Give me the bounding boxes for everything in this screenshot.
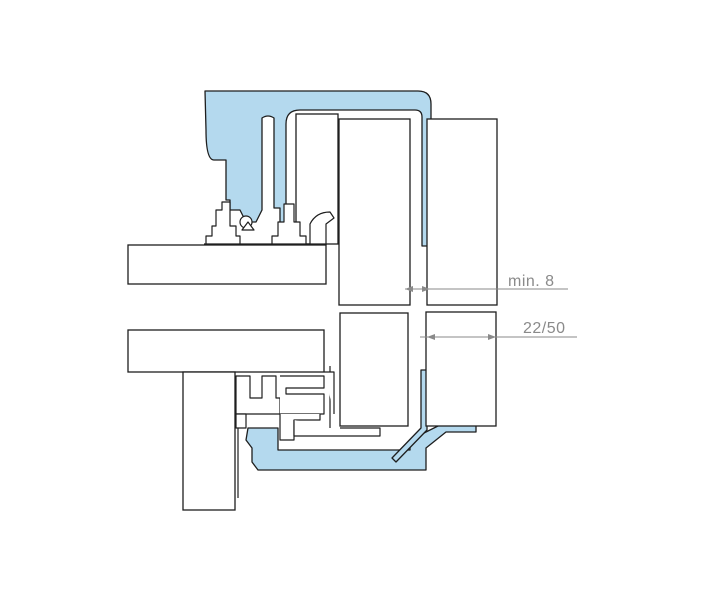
top-roller-hardware — [204, 201, 335, 246]
gap-dimension — [405, 286, 568, 292]
thickness-dimension-label: 22/50 — [523, 320, 566, 337]
thickness-dimension — [420, 334, 577, 340]
top-glass-panel-inner — [338, 118, 411, 306]
bottom-glass-panel-outer — [425, 311, 497, 427]
gap-dimension-label: min. 8 — [508, 273, 555, 290]
bottom-slab — [127, 329, 325, 373]
top-glass-panel-outer — [426, 118, 498, 306]
bottom-sill-profile — [245, 423, 477, 471]
bottom-wall — [182, 371, 236, 511]
bottom-glass-panel-inner — [339, 312, 409, 427]
bottom-frame-hardware — [235, 366, 381, 498]
top-floor-slab — [127, 244, 327, 285]
